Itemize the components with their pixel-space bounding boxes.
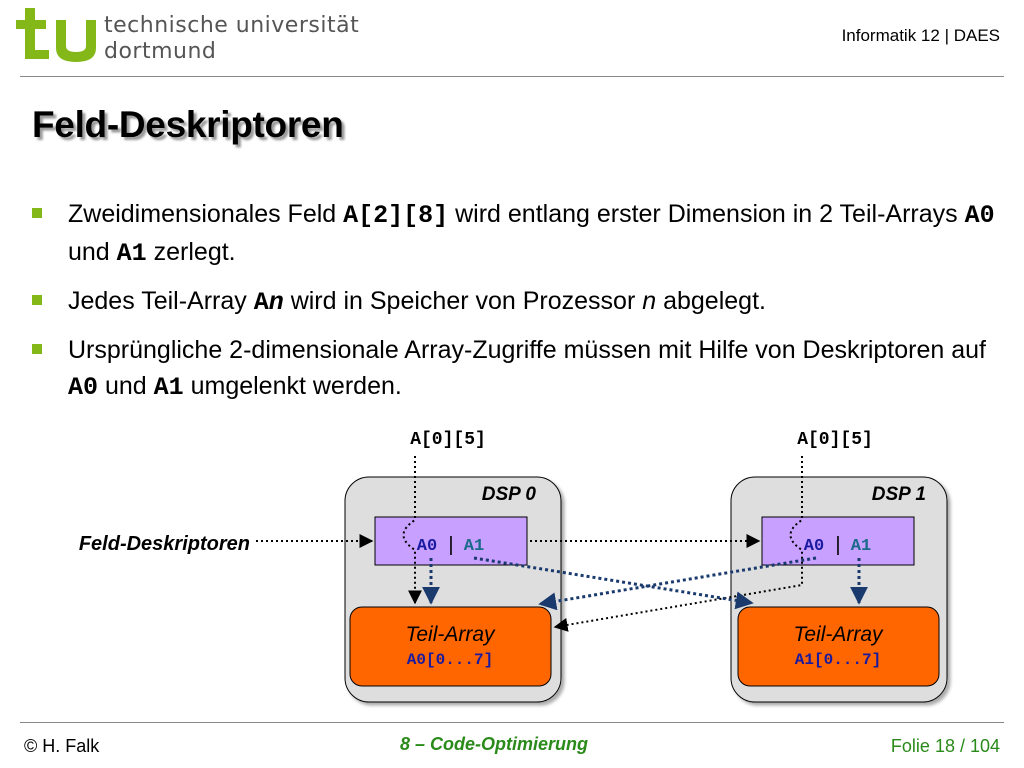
- dsp0-desc-a0: A0: [417, 537, 437, 556]
- bullet-text: wird in Speicher von Prozessor: [283, 287, 643, 315]
- dsp0-label: DSP 0: [482, 484, 537, 505]
- dsp0-access-label: A[0][5]: [410, 430, 486, 450]
- logo-line-1: technische universität: [104, 13, 360, 38]
- bullet-list: Zweidimensionales Feld A[2][8] wird entl…: [30, 196, 1000, 417]
- dsp1-label: DSP 1: [872, 484, 926, 505]
- dsp1-desc-a1: A1: [851, 537, 871, 556]
- dsp1-desc-separator: |: [835, 534, 840, 556]
- bullet-square-icon: [32, 208, 42, 218]
- dsp0-descriptor-box: [374, 516, 528, 566]
- footer-divider: [20, 722, 1004, 723]
- bullet-code: A: [253, 288, 269, 317]
- bullet-text: umgelenkt werden.: [183, 372, 402, 400]
- bullet-square-icon: [32, 295, 42, 305]
- descriptor-label: Feld-Deskriptoren: [79, 533, 250, 555]
- bullet-code: A[2][8]: [343, 201, 449, 230]
- bullet-text: abgelegt.: [656, 287, 766, 315]
- dsp1-desc-a0: A0: [804, 537, 824, 556]
- logo-line-2: dortmund: [104, 39, 217, 64]
- bullet-code: A0: [68, 373, 99, 402]
- dsp0-array-code: A0[0...7]: [407, 651, 493, 669]
- bullet-code-italic: n: [268, 288, 284, 317]
- bullet-text: Ursprüngliche 2-dimensionale Array-Zugri…: [68, 336, 986, 364]
- footer-slide-number: Folie 18 / 104: [890, 736, 1000, 756]
- bullet-text: wird entlang erster Dimension in 2 Teil-…: [448, 200, 965, 228]
- bullet-text: Zweidimensionales Feld: [68, 200, 344, 228]
- bullet-item-2: Jedes Teil-Array An wird in Speicher von…: [30, 283, 1000, 321]
- bullet-text: und: [98, 372, 154, 400]
- dsp1-array-code: A1[0...7]: [795, 651, 881, 669]
- dsp1-access-label: A[0][5]: [797, 430, 873, 450]
- tu-logo-icon: [16, 8, 96, 62]
- bullet-code: A1: [153, 373, 184, 402]
- slide-title: Feld-Deskriptoren: [32, 104, 344, 145]
- tu-dortmund-logo: technische universität dortmund: [0, 0, 380, 75]
- dsp0-desc-a1: A1: [464, 537, 484, 556]
- bullet-text: Jedes Teil-Array: [68, 287, 254, 315]
- bullet-text: zerlegt.: [146, 238, 236, 266]
- dsp0-desc-separator: |: [448, 534, 453, 556]
- footer-author: © H. Falk: [24, 736, 100, 756]
- dsp1-descriptor-box: [761, 516, 915, 566]
- dsp1-array-title: Teil-Array: [793, 623, 884, 646]
- blue-dotted-arrows: [422, 556, 868, 611]
- header-institute: Informatik 12 | DAES: [841, 26, 1000, 45]
- black-dotted-arrows: [256, 456, 803, 632]
- dsp0-array-box: [349, 606, 552, 687]
- bullet-item-1: Zweidimensionales Feld A[2][8] wird entl…: [30, 196, 1000, 272]
- dsp0-array-title: Teil-Array: [405, 623, 496, 646]
- header-divider: [20, 76, 1004, 77]
- bullet-item-3: Ursprüngliche 2-dimensionale Array-Zugri…: [30, 332, 1000, 406]
- bullet-code: A0: [964, 201, 995, 230]
- bullet-text: und: [68, 238, 117, 266]
- bullet-italic: n: [642, 287, 657, 315]
- descriptor-diagram: DSP 0 DSP 1 A0 | A1 A0 | A1 Teil-Array A…: [79, 430, 948, 703]
- dsp1-array-box: [737, 606, 940, 687]
- footer-chapter: 8 – Code-Optimierung: [400, 734, 589, 754]
- bullet-code: A1: [116, 239, 147, 268]
- bullet-square-icon: [32, 344, 42, 354]
